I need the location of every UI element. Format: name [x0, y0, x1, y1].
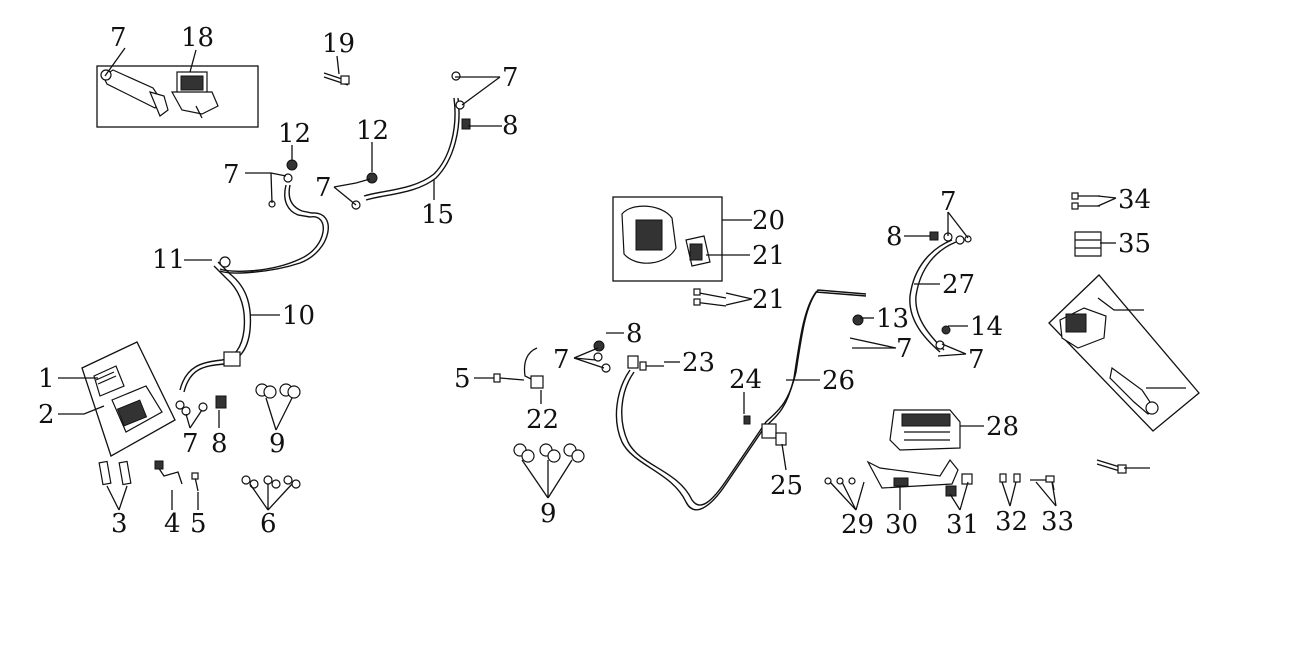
- callout-3: 3: [111, 509, 128, 539]
- callout-15: 18: [181, 23, 214, 53]
- callout-18: 21: [752, 241, 785, 271]
- callout-22: 25: [770, 471, 803, 501]
- front-brake-hose-10: [175, 256, 252, 410]
- abs-unit-25: [889, 409, 961, 451]
- callout-14: 7: [110, 23, 127, 53]
- left-fittings: [181, 395, 227, 416]
- clips-6: [241, 475, 301, 489]
- callout-21-b: 24: [729, 365, 762, 395]
- callout-23: 26: [822, 366, 855, 396]
- callout-9-b: 9: [540, 499, 557, 529]
- callout-12-d: 14: [970, 312, 1003, 342]
- bolts-19: [693, 288, 727, 307]
- bolts-3: [98, 460, 132, 486]
- callout-8-c: 8: [626, 319, 643, 349]
- front-brake-hose-13: [351, 71, 471, 210]
- callout-16: 19: [322, 29, 355, 59]
- sensor-20: [523, 347, 544, 389]
- callout-5-b: 5: [454, 364, 471, 394]
- bracket-4: [154, 460, 183, 485]
- bolt-16: [323, 72, 350, 86]
- callout-11: 11: [152, 245, 185, 275]
- callout-7-g: 7: [940, 187, 957, 217]
- nuts-26: [824, 477, 856, 485]
- callout-2: 2: [38, 400, 55, 430]
- bolts-30: [1030, 475, 1055, 491]
- callout-9-a: 9: [269, 429, 286, 459]
- callout-7-e: 7: [553, 345, 570, 375]
- screw-21: [639, 361, 664, 371]
- clips-9-left: [255, 383, 301, 399]
- front-caliper-group: [81, 341, 176, 457]
- abs-bracket-27: [866, 458, 959, 489]
- callout-10: 10: [282, 301, 315, 331]
- bolt-35: [1096, 459, 1127, 474]
- callout-8-a: 8: [502, 111, 519, 141]
- clip-32: [1074, 231, 1102, 257]
- callout-7-b: 7: [315, 173, 332, 203]
- front-master-cylinder-group: [96, 65, 259, 128]
- clips-9-right: [513, 443, 585, 463]
- bolt-5-right: [493, 373, 525, 383]
- callout-1: 1: [38, 364, 55, 394]
- callout-28: 31: [946, 510, 979, 540]
- callout-12-c: 13: [876, 304, 909, 334]
- callout-25: 28: [986, 412, 1019, 442]
- bolts-31: [1071, 192, 1100, 210]
- callout-24: 27: [942, 270, 975, 300]
- callout-21-a: 23: [682, 348, 715, 378]
- callout-27: 30: [885, 510, 918, 540]
- bolts-29: [999, 473, 1021, 483]
- callout-30: 33: [1041, 507, 1074, 537]
- callout-7-d: 7: [182, 429, 199, 459]
- callout-17: 20: [752, 206, 785, 236]
- rear-caliper-group: [612, 196, 723, 282]
- rear-brake-hose-23: [593, 289, 867, 511]
- callout-13: 15: [421, 200, 454, 230]
- rear-brake-hose-24: [852, 231, 972, 353]
- callout-8-d: 8: [886, 222, 903, 252]
- bolt-5-left: [191, 472, 199, 492]
- leader-lines: [58, 47, 1186, 511]
- callout-labels: 7 18 19 12 7 11 10 12 7 15 7 8 1 2 7 8 9…: [38, 23, 1151, 540]
- callout-8-b: 8: [211, 429, 228, 459]
- callout-32: 35: [1118, 229, 1151, 259]
- callout-4: 4: [164, 509, 181, 539]
- callout-20: 22: [526, 405, 559, 435]
- front-upper-brake-hose: [219, 159, 329, 274]
- callout-6: 6: [260, 509, 277, 539]
- callout-29: 32: [995, 507, 1028, 537]
- callout-26: 29: [841, 510, 874, 540]
- callout-5-a: 5: [190, 509, 207, 539]
- callout-7-a: 7: [223, 160, 240, 190]
- callout-31: 34: [1118, 185, 1151, 215]
- callout-19: 21: [752, 285, 785, 315]
- callout-7-h: 7: [968, 345, 985, 375]
- callout-7-c: 7: [502, 63, 519, 93]
- callout-7-f: 7: [896, 334, 913, 364]
- callout-12-b: 12: [356, 116, 389, 146]
- rear-master-cylinder-group: [1048, 274, 1200, 432]
- callout-12-a: 12: [278, 119, 311, 149]
